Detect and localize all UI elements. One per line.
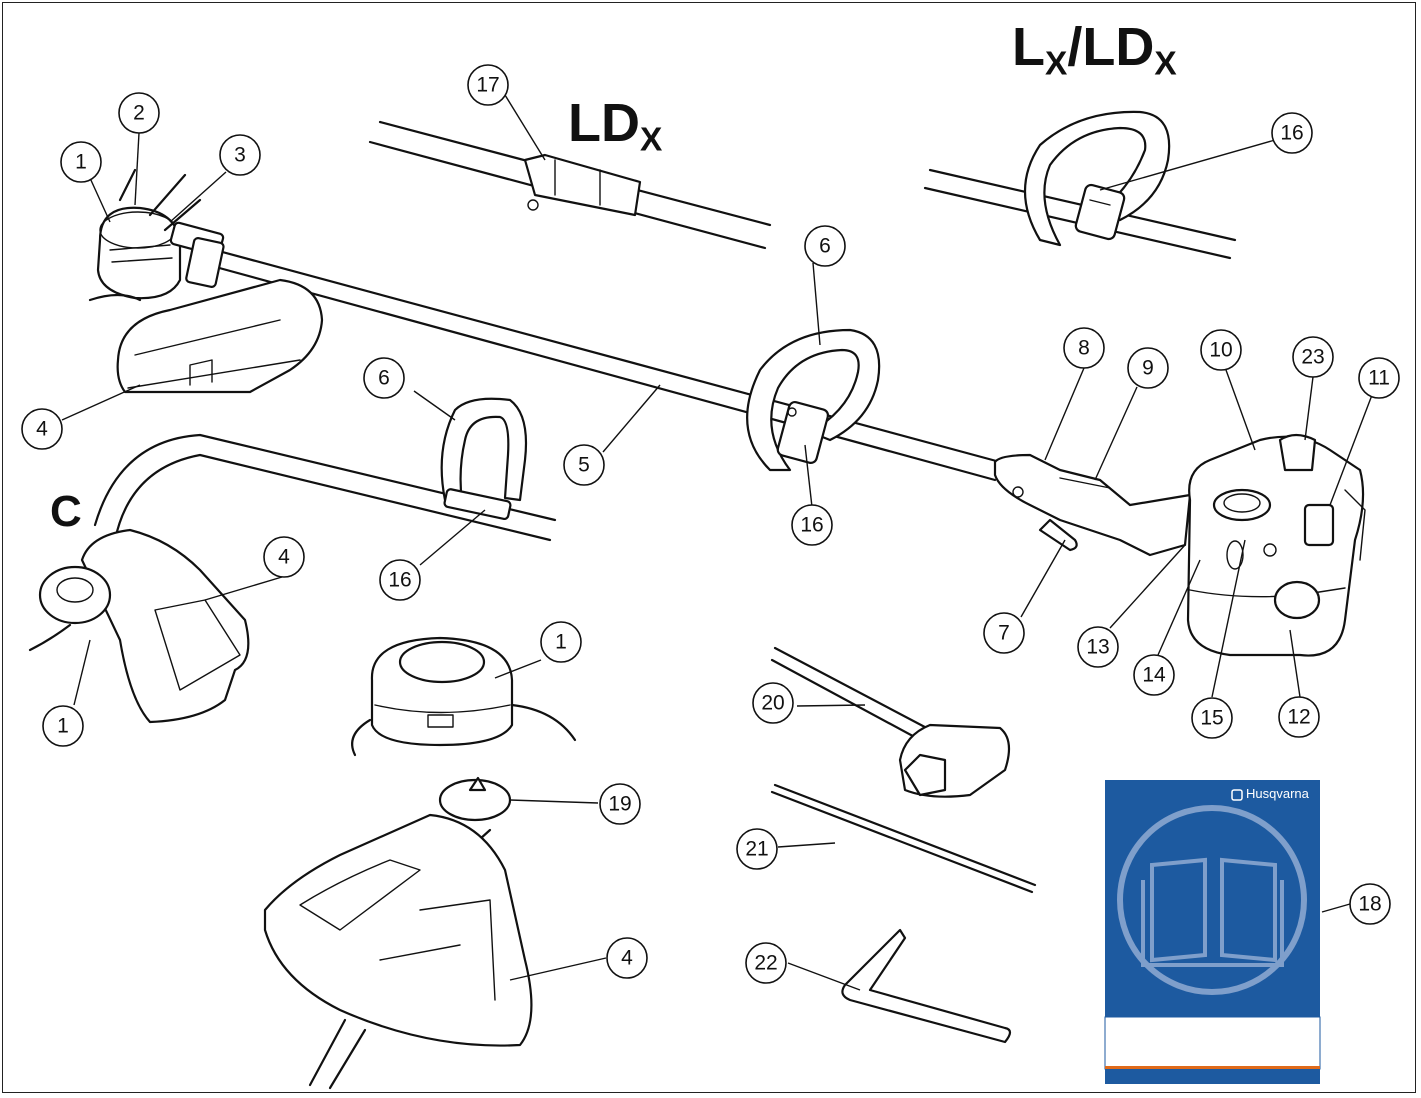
- callout-4c: 4: [606, 937, 648, 979]
- callout-13: 13: [1077, 626, 1119, 668]
- callout-17: 17: [467, 64, 509, 106]
- callout-8: 8: [1063, 327, 1105, 369]
- callout-9: 9: [1127, 347, 1169, 389]
- svg-text:22: 22: [754, 952, 777, 975]
- callout-21: 21: [736, 828, 778, 870]
- svg-text:11: 11: [1368, 367, 1390, 390]
- callout-7: 7: [983, 612, 1025, 654]
- engine-assembly: [993, 433, 1366, 657]
- manual-brand-text: Husqvarna: [1246, 786, 1309, 801]
- callout-18: 18: [1349, 883, 1391, 925]
- hex-key: [841, 928, 1012, 1044]
- husqvarna-logo-icon: [1231, 789, 1243, 801]
- model-label-ldx: LDX: [568, 93, 663, 159]
- svg-text:4: 4: [621, 947, 633, 970]
- guard-straight: [116, 237, 324, 394]
- callout-11: 11: [1358, 357, 1400, 399]
- callout-19: 19: [599, 783, 641, 825]
- callout-4a: 4: [21, 408, 63, 450]
- loop-handle-main: [746, 328, 881, 472]
- model-label-c: C: [50, 487, 82, 536]
- svg-text:8: 8: [1078, 337, 1090, 360]
- spare-trimmer-head: [351, 636, 577, 757]
- callout-4b: 4: [263, 536, 305, 578]
- callout-6b: 6: [363, 357, 405, 399]
- svg-text:5: 5: [578, 454, 590, 477]
- callout-23: 23: [1292, 336, 1334, 378]
- spark-plug-wrench: [770, 646, 1011, 798]
- svg-text:18: 18: [1358, 893, 1381, 916]
- callout-22: 22: [745, 942, 787, 984]
- c-model-loop-handle: [440, 397, 528, 521]
- svg-text:10: 10: [1209, 339, 1232, 362]
- svg-text:6: 6: [378, 367, 390, 390]
- main-shaft: [210, 248, 1002, 482]
- svg-text:1: 1: [75, 151, 87, 174]
- svg-text:1: 1: [555, 631, 567, 654]
- callout-20: 20: [752, 682, 794, 724]
- svg-text:3: 3: [234, 144, 246, 167]
- callout-1c: 1: [42, 705, 84, 747]
- callout-15: 15: [1191, 697, 1233, 739]
- svg-text:16: 16: [1280, 122, 1303, 145]
- callout-6a: 6: [804, 225, 846, 267]
- callout-5: 5: [563, 444, 605, 486]
- callout-2: 2: [118, 92, 160, 134]
- svg-text:4: 4: [36, 418, 48, 441]
- large-guard-with-washer: [263, 776, 533, 1090]
- svg-text:13: 13: [1086, 636, 1109, 659]
- book-icon: [1141, 857, 1284, 967]
- svg-text:14: 14: [1142, 664, 1166, 687]
- svg-text:2: 2: [133, 102, 145, 125]
- callout-16a: 16: [1271, 112, 1313, 154]
- callout-14: 14: [1133, 654, 1175, 696]
- svg-text:6: 6: [819, 235, 831, 258]
- callout-1b: 1: [540, 621, 582, 663]
- callout-16b: 16: [791, 504, 833, 546]
- svg-text:20: 20: [761, 692, 784, 715]
- svg-text:17: 17: [476, 74, 499, 97]
- c-model-curved-shaft: [28, 433, 557, 724]
- callout-3: 3: [219, 134, 261, 176]
- svg-text:15: 15: [1200, 707, 1223, 730]
- svg-text:23: 23: [1301, 346, 1324, 369]
- callout-16c: 16: [379, 559, 421, 601]
- svg-text:21: 21: [745, 838, 768, 861]
- svg-text:1: 1: [57, 715, 69, 738]
- svg-text:7: 7: [998, 622, 1010, 645]
- manual-cover-top: [1105, 780, 1320, 1017]
- lx-ldx-handle-inset: [923, 110, 1237, 260]
- model-label-lx-ldx: LX/LDX: [1012, 17, 1177, 83]
- svg-text:19: 19: [608, 793, 631, 816]
- svg-text:12: 12: [1287, 706, 1310, 729]
- callout-12: 12: [1278, 696, 1320, 738]
- operators-manual: [1104, 780, 1321, 1084]
- book-icon-ring: [1117, 805, 1307, 995]
- svg-text:16: 16: [800, 514, 823, 537]
- rod-tool: [770, 783, 1037, 894]
- svg-text:9: 9: [1142, 357, 1154, 380]
- callout-1a: 1: [60, 141, 102, 183]
- svg-text:16: 16: [388, 569, 411, 592]
- leader-lines: [61, 94, 1373, 991]
- svg-text:4: 4: [278, 546, 290, 569]
- callout-10: 10: [1200, 329, 1242, 371]
